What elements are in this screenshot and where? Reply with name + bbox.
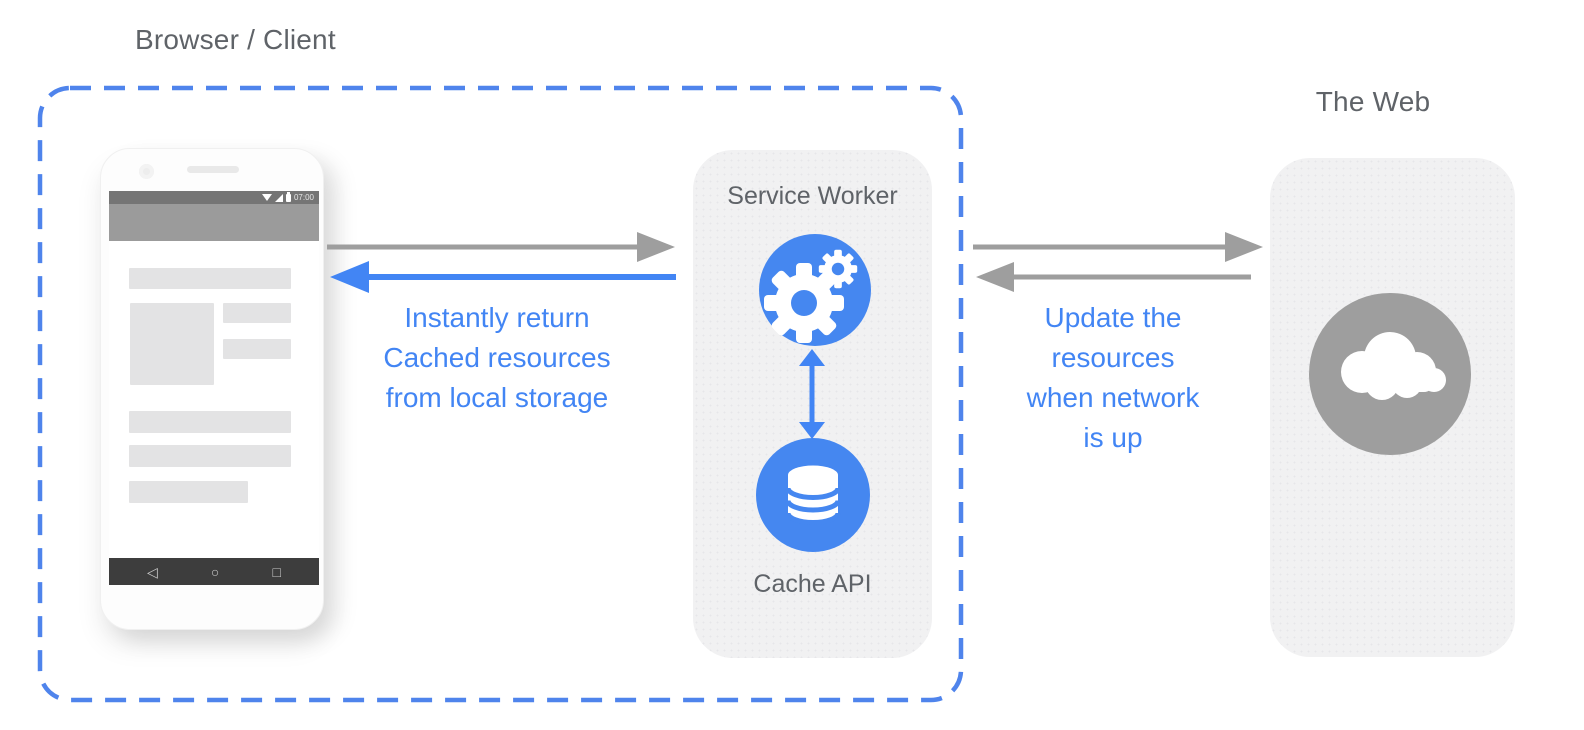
back-icon: ◁ — [147, 563, 158, 580]
the-web-title: The Web — [1315, 86, 1431, 117]
phone-camera-icon — [139, 164, 154, 179]
cloud-icon — [1341, 332, 1446, 400]
battery-icon — [285, 191, 291, 202]
right-flow-caption: Update the resources when network is up — [963, 298, 1263, 458]
arrow-phone-to-sw — [327, 232, 675, 262]
home-icon: ○ — [210, 563, 220, 580]
phone-mockup: 07:00 ◁ ○ □ — [100, 148, 324, 630]
caption-line: Cached resources — [383, 342, 611, 373]
phone-nav-bar: ◁ ○ □ — [109, 558, 319, 585]
status-time: 07:00 — [293, 192, 314, 202]
placeholder-text-bar — [223, 303, 291, 323]
the-web-card — [1270, 158, 1515, 657]
database-icon — [785, 465, 841, 525]
recents-icon: □ — [272, 563, 281, 580]
caption-line: Update the — [1044, 302, 1182, 333]
caption-line: when network — [1026, 382, 1200, 413]
placeholder-text-bar — [223, 339, 291, 359]
caption-line: resources — [1051, 342, 1175, 373]
phone-status-bar: 07:00 — [109, 191, 319, 204]
service-worker-title: Service Worker — [727, 182, 898, 210]
arrow-sw-to-web — [973, 232, 1263, 262]
arrow-sw-to-phone — [330, 261, 676, 293]
placeholder-text-bar — [129, 445, 291, 467]
caption-line: from local storage — [385, 382, 609, 413]
web-cloud-badge — [1309, 293, 1471, 455]
placeholder-text-bar — [129, 268, 291, 289]
phone-speaker — [187, 166, 239, 173]
placeholder-text-bar — [129, 481, 248, 503]
caption-line: Instantly return — [404, 302, 590, 333]
service-worker-gears-badge — [759, 234, 871, 346]
gears-icon — [764, 249, 858, 343]
wifi-icon — [261, 194, 272, 201]
placeholder-text-bar — [129, 411, 291, 433]
phone-app-bar — [109, 204, 319, 241]
left-flow-caption: Instantly return Cached resources from l… — [347, 298, 647, 418]
arrow-web-to-sw — [976, 262, 1251, 292]
placeholder-image-block — [130, 303, 214, 385]
cell-signal-icon — [274, 193, 283, 202]
service-worker-card: Service Worker — [693, 150, 932, 658]
caption-line: is up — [1083, 422, 1143, 453]
phone-screen: 07:00 ◁ ○ □ — [109, 191, 319, 585]
cache-api-label: Cache API — [753, 570, 872, 598]
browser-client-title: Browser / Client — [135, 24, 336, 55]
cache-api-badge — [756, 438, 870, 552]
